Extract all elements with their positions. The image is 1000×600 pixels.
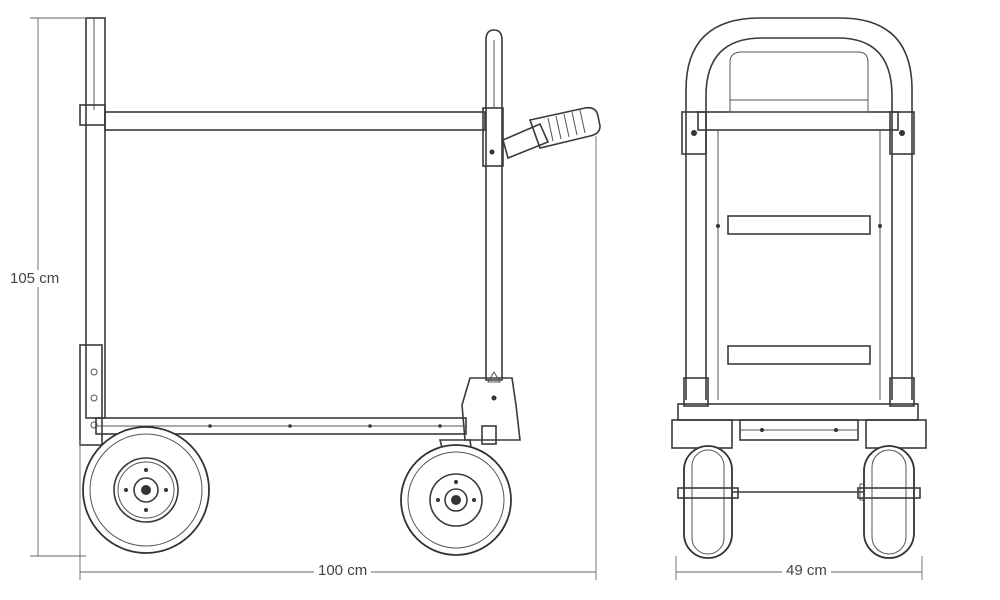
height-dimension-line — [30, 17, 86, 557]
front-clamp — [482, 107, 504, 167]
front-upright-tube — [485, 29, 503, 381]
front-view-left-wheel — [677, 445, 739, 559]
width-dimension-label: 49 cm — [782, 562, 831, 579]
front-view-right-wheel — [857, 445, 921, 559]
front-view-arch-handle — [685, 17, 913, 400]
left-side-clamp — [681, 111, 707, 155]
cart-front-view — [671, 17, 927, 580]
right-side-clamp — [889, 111, 915, 155]
front-view-top-crossbar — [697, 111, 899, 131]
front-lower-bracket — [461, 377, 521, 441]
rear-clamp — [79, 104, 106, 126]
front-view-mid-crossbar — [727, 215, 871, 235]
rear-wheel — [82, 426, 210, 554]
length-dimension-label: 100 cm — [314, 562, 372, 579]
rear-bracket-plate — [79, 344, 103, 446]
handle-grip — [502, 106, 601, 160]
front-view-base-plate — [677, 403, 919, 421]
height-dimension-label: 105 cm — [6, 270, 64, 287]
front-view-lower-crossbar — [727, 345, 871, 365]
top-horizontal-bar — [104, 111, 486, 131]
cart-side-view — [30, 17, 601, 580]
front-caster-wheel — [400, 444, 512, 556]
